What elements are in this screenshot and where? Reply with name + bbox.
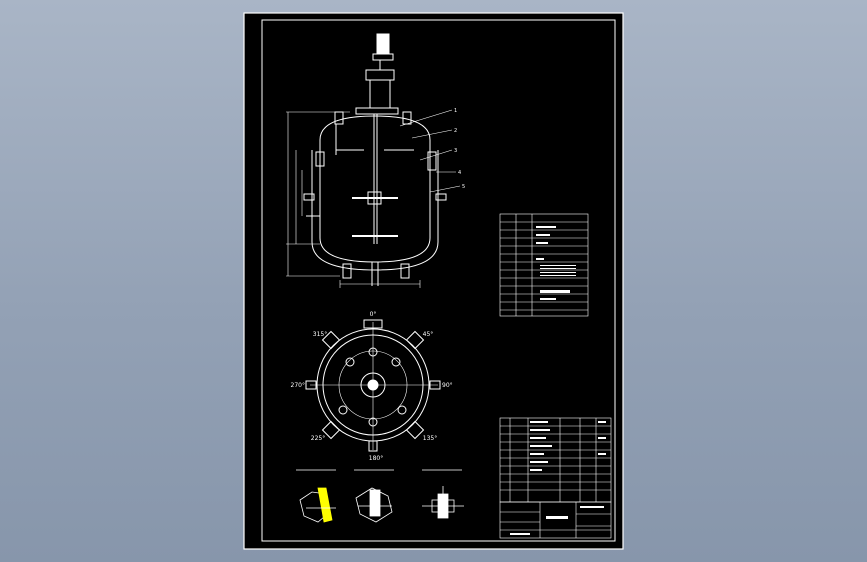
- parts-list-table: [499, 417, 612, 503]
- angle-270: 270°: [291, 382, 305, 389]
- parts-list-fill: [530, 421, 606, 471]
- technical-spec-table: [499, 213, 589, 317]
- dimension-lines: [286, 111, 421, 288]
- angle-180: 180°: [369, 455, 383, 462]
- motor: [376, 33, 390, 55]
- angle-315: 315°: [313, 331, 327, 338]
- vessel-plan: [305, 319, 441, 452]
- angle-225: 225°: [311, 435, 325, 442]
- motor-base: [372, 53, 394, 61]
- callout-4: 4: [458, 170, 461, 176]
- callout-1: 1: [454, 108, 457, 114]
- title-block-fill: [510, 506, 604, 535]
- title-block: [499, 501, 612, 539]
- drawing-sheet: [243, 12, 624, 550]
- detail-views: [296, 469, 464, 523]
- jacket: [311, 150, 439, 271]
- angle-90: 90°: [442, 382, 453, 389]
- callout-3: 3: [454, 148, 457, 154]
- callout-5: 5: [462, 184, 465, 190]
- angle-135: 135°: [423, 435, 437, 442]
- vessel-elevation: [303, 33, 447, 286]
- callout-2: 2: [454, 128, 457, 134]
- inner-frame: [261, 19, 616, 542]
- angle-0: 0°: [370, 311, 377, 318]
- vessel-shell: [319, 115, 431, 263]
- angle-45: 45°: [423, 331, 434, 338]
- callouts: [399, 109, 461, 193]
- spec-table-fill: [536, 226, 576, 300]
